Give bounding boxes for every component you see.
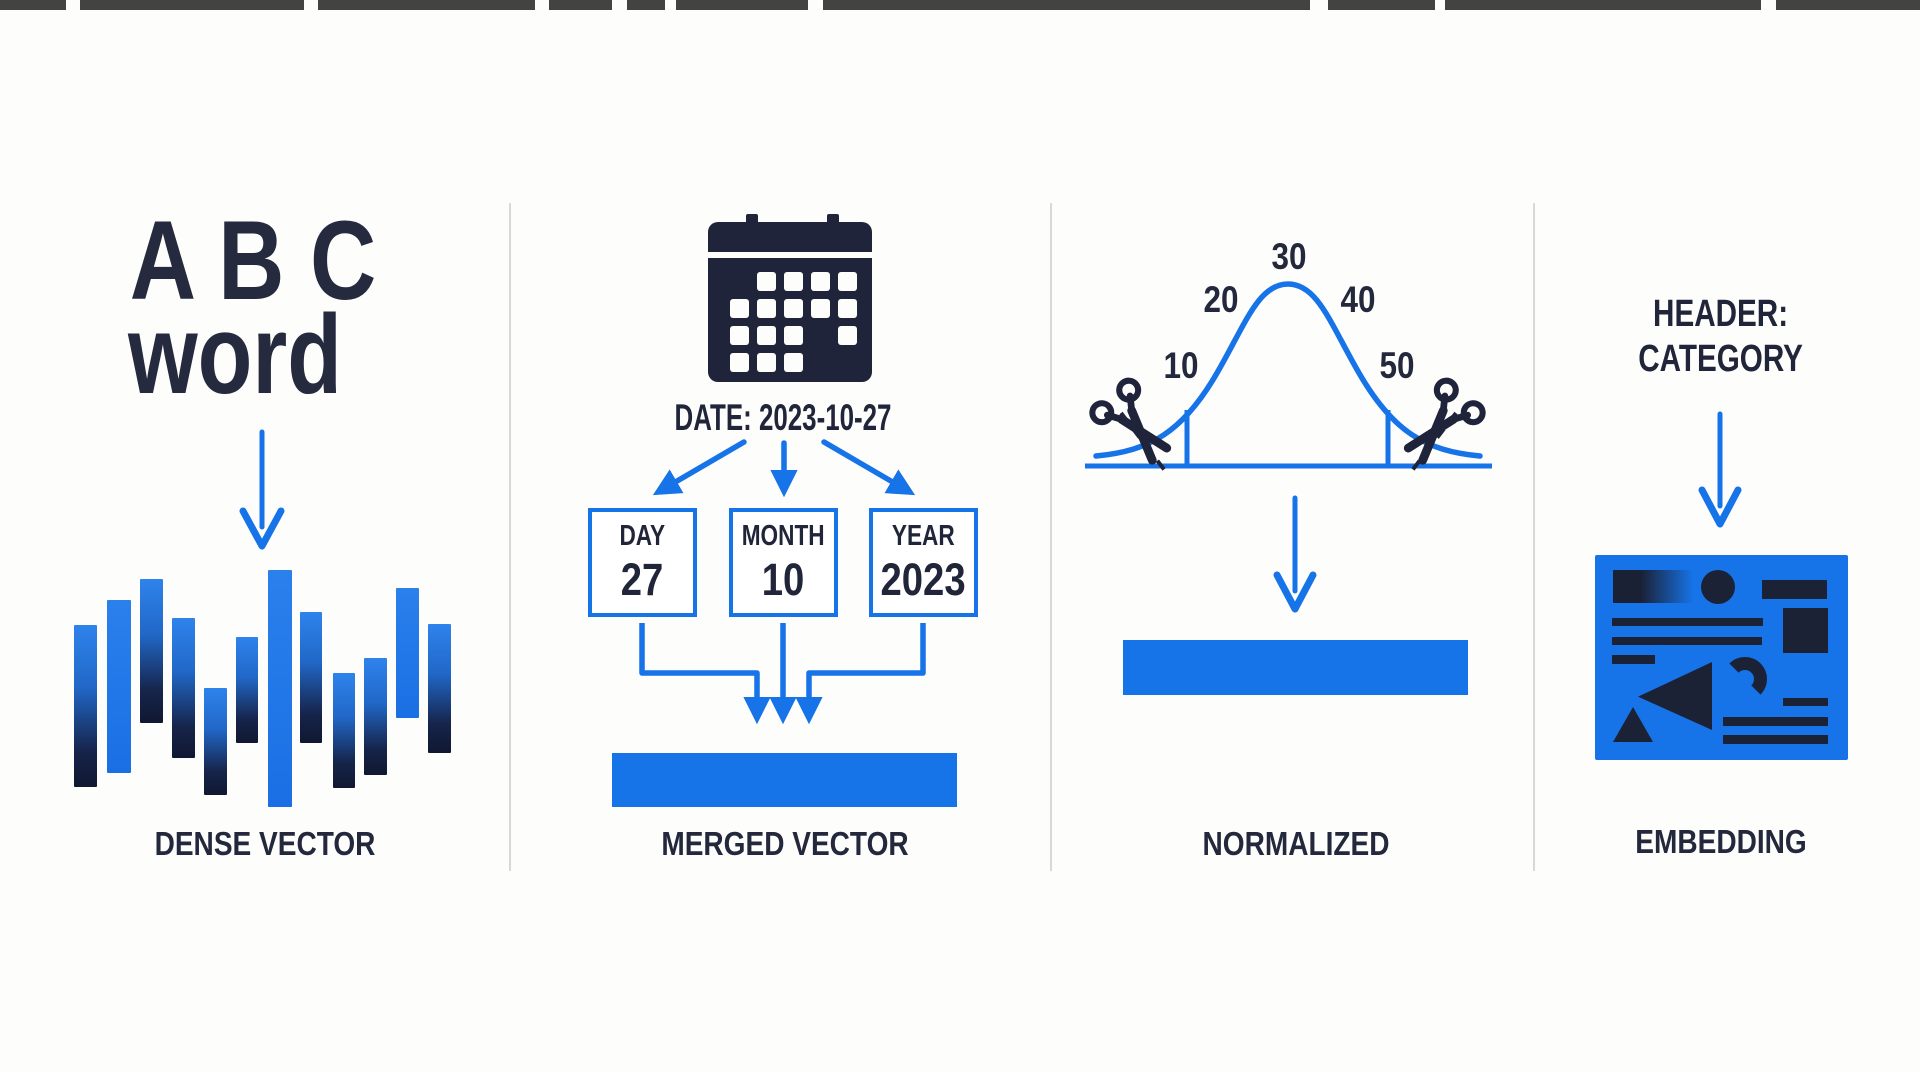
scissors-icon	[1403, 377, 1486, 465]
card-rect	[1762, 580, 1827, 599]
cut-dashed-lines	[1119, 411, 1458, 474]
card-arc	[1723, 657, 1767, 701]
calendar-cell	[757, 272, 776, 291]
calendar-cell	[784, 299, 803, 318]
calendar-cell	[730, 299, 749, 318]
header-line: CATEGORY	[1638, 338, 1804, 380]
panel-label-dense-vector: DENSE VECTOR	[154, 825, 376, 862]
vector-bar	[364, 658, 387, 775]
top-edge-segment	[318, 0, 535, 10]
card-text-line	[1612, 655, 1655, 664]
date-text: DATE: 2023-10-27	[674, 397, 892, 438]
header-category-text: HEADER: CATEGORY	[1521, 292, 1920, 382]
calendar-cell	[784, 326, 803, 345]
vector-bar	[428, 624, 451, 753]
card-gradient-block	[1613, 570, 1693, 603]
calendar-cell	[838, 299, 857, 318]
calendar-cell	[784, 272, 803, 291]
month-value: 10	[762, 553, 805, 605]
panel-label-normalized: NORMALIZED	[1202, 825, 1390, 862]
calendar-cell	[811, 272, 830, 291]
down-arrow-icon	[1273, 495, 1317, 613]
curve-tick-label: 50	[1379, 345, 1415, 386]
top-edge-artifact	[0, 0, 1920, 10]
year-label: YEAR	[892, 519, 955, 552]
vector-bar	[300, 612, 322, 743]
merge-connector	[639, 623, 926, 725]
panel-label-embedding: EMBEDDING	[1635, 823, 1807, 860]
year-box: YEAR 2023	[869, 508, 978, 617]
calendar-separator	[708, 252, 872, 258]
card-triangle	[1613, 707, 1653, 742]
calendar-cell	[811, 299, 830, 318]
vector-bar	[172, 618, 195, 758]
top-edge-segment	[676, 0, 808, 10]
top-edge-segment	[823, 0, 1310, 10]
month-label: MONTH	[742, 519, 825, 552]
card-text-line	[1723, 735, 1828, 744]
vector-bar	[268, 570, 292, 807]
day-value: 27	[621, 553, 664, 605]
embedding-card	[1595, 555, 1848, 760]
header-line: HEADER:	[1653, 293, 1789, 335]
month-box: MONTH 10	[729, 508, 838, 617]
down-arrow-icon	[239, 429, 285, 550]
vector-bar	[333, 673, 355, 788]
top-edge-segment	[549, 0, 612, 10]
panel-divider	[1050, 203, 1052, 871]
curve-tick-label: 40	[1340, 279, 1376, 320]
top-edge-segment	[0, 0, 66, 10]
input-word-text: word	[127, 292, 343, 417]
calendar-cell	[838, 326, 857, 345]
input-word-text: A B C	[129, 198, 377, 323]
curve-tick-label: 10	[1163, 345, 1199, 386]
calendar-cell	[730, 326, 749, 345]
card-square	[1783, 608, 1828, 653]
card-text-line	[1723, 717, 1828, 726]
vector-bar	[140, 579, 163, 723]
vector-bar	[236, 637, 258, 743]
card-text-line	[1612, 618, 1763, 626]
calendar-cell	[757, 353, 776, 372]
vector-bar	[74, 625, 97, 787]
card-text-line	[1612, 637, 1762, 645]
merged-vector-bar	[612, 753, 957, 807]
normalized-vector-bar	[1123, 640, 1468, 695]
top-edge-segment	[1776, 0, 1920, 10]
top-edge-segment	[627, 0, 665, 10]
bell-curve	[1085, 281, 1492, 469]
calendar-icon	[708, 210, 872, 382]
top-edge-segment	[1445, 0, 1761, 10]
vector-bar	[204, 688, 227, 795]
day-label: DAY	[619, 519, 666, 552]
panel-label-merged-vector: MERGED VECTOR	[661, 825, 909, 862]
top-edge-segment	[80, 0, 304, 10]
vector-bar	[396, 588, 419, 718]
calendar-cell	[757, 326, 776, 345]
card-text-line	[1783, 698, 1828, 706]
day-box: DAY 27	[588, 508, 697, 617]
curve-tick-label: 20	[1203, 279, 1239, 320]
calendar-cell	[730, 353, 749, 372]
panel-divider	[509, 203, 511, 871]
down-arrow-icon	[1698, 411, 1742, 528]
calendar-cell	[757, 299, 776, 318]
curve-tick-label: 30	[1271, 236, 1307, 277]
card-circle	[1701, 570, 1735, 604]
top-edge-segment	[1328, 0, 1435, 10]
date-split-arrows	[652, 439, 916, 498]
card-triangle	[1638, 662, 1712, 730]
panel-divider	[1533, 203, 1535, 871]
scissors-icon	[1089, 377, 1172, 465]
vector-bar	[107, 600, 131, 773]
year-value: 2023	[880, 553, 967, 605]
calendar-cell	[784, 353, 803, 372]
calendar-cell	[838, 272, 857, 291]
